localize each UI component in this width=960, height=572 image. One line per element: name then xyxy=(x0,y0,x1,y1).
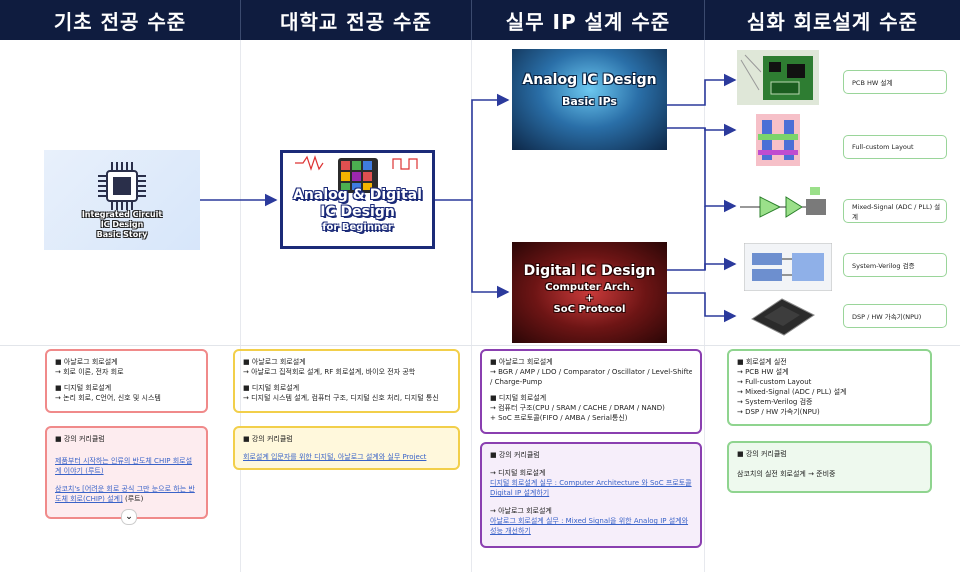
practical-curriculum-title: ■ 강의 커리큘럼 xyxy=(490,451,540,459)
analog-tile-line2: Basic IPs xyxy=(562,95,617,108)
analog-course-link[interactable]: 아날로그 회로설계 실무 : Mixed Signal을 위한 Analog I… xyxy=(490,517,689,535)
basic-topics-line: ■ 아날로그 회로설계 xyxy=(55,358,118,366)
practical-topics-card: ■ 아날로그 회로설계 → BGR / AMP / LDO / Comparat… xyxy=(480,349,702,434)
tag-dsp-npu[interactable]: DSP / HW 가속기(NPU) xyxy=(843,304,947,328)
ad-tile-line1: Analog & Digital xyxy=(293,187,422,203)
practical-topics-line: → 컴퓨터 구조(CPU / SRAM / CACHE / DRAM / NAN… xyxy=(490,404,665,412)
basic-curriculum-title: ■ 강의 커리큘럼 xyxy=(55,435,105,443)
university-topics-line: ■ 디지털 회로설계 xyxy=(243,384,300,392)
row-divider xyxy=(0,345,960,346)
practical-topics-line: / Charge-Pump xyxy=(490,378,543,386)
advanced-topics-line: → System-Verilog 검증 xyxy=(737,398,813,406)
practical-topics-line: ■ 아날로그 회로설계 xyxy=(490,358,553,366)
advanced-topics-line: → DSP / HW 가속기(NPU) xyxy=(737,408,820,416)
advanced-curriculum-card: ■ 강의 커리큘럼 삼코치의 실전 회로설계 → 준비중 xyxy=(727,441,932,493)
advanced-curriculum-title: ■ 강의 커리큘럼 xyxy=(737,450,787,458)
analog-digital-beginner-tile[interactable]: Analog & Digital IC Design for Beginner xyxy=(280,150,435,249)
advanced-topics-line: → PCB HW 설계 xyxy=(737,368,789,376)
header-bar: 기초 전공 수준 대학교 전공 수준 실무 IP 설계 수준 심화 회로설계 수… xyxy=(0,0,960,40)
digital-tile-line4: SoC Protocol xyxy=(553,304,626,315)
basic-topics-card: ■ 아날로그 회로설계 → 회로 이론, 전자 회로 ■ 디지털 회로설계 → … xyxy=(45,349,208,413)
digital-course-heading: → 디지털 회로설계 xyxy=(490,469,546,477)
analog-course-heading: → 아날로그 회로설계 xyxy=(490,507,552,515)
mixed-signal-schematic-image xyxy=(738,185,830,230)
ic-tile-line2: IC Design xyxy=(100,220,144,229)
ic-tile-line3: Basic Story xyxy=(96,230,148,239)
advanced-curriculum-text: 삼코치의 실전 회로설계 → 준비중 xyxy=(737,470,836,478)
university-curriculum-card: ■ 강의 커리큘럼 회로설계 입문자를 위한 디지털, 아날로그 설계와 실무 … xyxy=(233,426,460,470)
verilog-image xyxy=(744,243,832,291)
chip-illustration-image xyxy=(295,155,418,193)
basic-topics-line: → 논리 회로, C언어, 신호 및 시스템 xyxy=(55,394,161,402)
university-topics-card: ■ 아날로그 회로설계 → 아날로그 집적회로 설계, RF 회로설계, 바이오… xyxy=(233,349,460,413)
digital-tile-line3: + xyxy=(585,293,594,304)
tag-pcb-hw[interactable]: PCB HW 설계 xyxy=(843,70,947,94)
ic-basic-story-tile[interactable]: Integrated Circuit IC Design Basic Story xyxy=(44,150,200,250)
basic-curriculum-card: ■ 강의 커리큘럼 제품부터 시작하는 인류의 반도체 CHIP 회로설계 이야… xyxy=(45,426,208,525)
practical-topics-line: → BGR / AMP / LDO / Comparator / Oscilla… xyxy=(490,368,692,376)
university-course-link[interactable]: 회로설계 입문자를 위한 디지털, 아날로그 설계와 실무 Project xyxy=(243,453,427,461)
ic-tile-line1: Integrated Circuit xyxy=(81,210,163,219)
university-curriculum-title: ■ 강의 커리큘럼 xyxy=(243,435,293,443)
basic-course-link-1[interactable]: 제품부터 시작하는 인류의 반도체 CHIP 회로설계 이야기 (루트) xyxy=(55,457,193,475)
university-topics-line: ■ 아날로그 회로설계 xyxy=(243,358,306,366)
column-basic xyxy=(0,40,241,572)
column-university xyxy=(241,40,472,572)
university-topics-line: → 아날로그 집적회로 설계, RF 회로설계, 바이오 전자 공학 xyxy=(243,368,416,376)
advanced-topics-line: → Mixed-Signal (ADC / PLL) 설계 xyxy=(737,388,847,396)
digital-course-link[interactable]: 디지털 회로설계 실무 : Computer Architecture 와 So… xyxy=(490,479,692,497)
tag-full-custom-layout[interactable]: Full-custom Layout xyxy=(843,135,947,159)
digital-tile-line2: Computer Arch. xyxy=(545,282,634,293)
practical-topics-line: + SoC 프로토콜(FIFO / AMBA / Serial통신) xyxy=(490,414,628,422)
university-topics-line: → 디지털 시스템 설계, 컴퓨터 구조, 디지털 신호 처리, 디지털 통신 xyxy=(243,394,439,402)
practical-topics-line: ■ 디지털 회로설계 xyxy=(490,394,547,402)
layout-image xyxy=(748,110,808,170)
digital-tile-line1: Digital IC Design xyxy=(523,263,656,279)
analog-ic-design-tile[interactable]: Analog IC Design Basic IPs xyxy=(512,49,667,150)
basic-topics-line: → 회로 이론, 전자 회로 xyxy=(55,368,124,376)
header-university: 대학교 전공 수준 xyxy=(241,0,472,40)
basic-course-link-2-suffix: (루트) xyxy=(122,495,144,503)
advanced-topics-line: ■ 회로설계 실전 xyxy=(737,358,787,366)
chip-icon xyxy=(98,162,146,210)
pcb-image xyxy=(737,50,819,105)
ad-tile-line3: for Beginner xyxy=(322,222,393,233)
tag-mixed-signal[interactable]: Mixed-Signal (ADC / PLL) 설계 xyxy=(843,199,947,223)
basic-course-link-2[interactable]: 삼코치's [어려운 회로 공식 그만 눈으로 하는 반도체 회로(CHIP) … xyxy=(55,485,195,503)
header-advanced: 심화 회로설계 수준 xyxy=(746,9,919,34)
analog-tile-line1: Analog IC Design xyxy=(522,72,657,88)
ad-tile-line2: IC Design xyxy=(320,204,395,220)
expand-chevron-icon[interactable]: ⌄ xyxy=(121,509,137,525)
practical-curriculum-card: ■ 강의 커리큘럼 → 디지털 회로설계 디지털 회로설계 실무 : Compu… xyxy=(480,442,702,548)
header-basic: 기초 전공 수준 xyxy=(0,0,241,40)
digital-ic-design-tile[interactable]: Digital IC Design Computer Arch. + SoC P… xyxy=(512,242,667,343)
basic-topics-line: ■ 디지털 회로설계 xyxy=(55,384,112,392)
advanced-topics-line: → Full-custom Layout xyxy=(737,378,812,386)
header-practical-ip: 실무 IP 설계 수준 xyxy=(472,0,705,40)
npu-chip-image xyxy=(751,298,815,336)
tag-system-verilog[interactable]: System-Verilog 검증 xyxy=(843,253,947,277)
advanced-topics-card: ■ 회로설계 실전 → PCB HW 설계 → Full-custom Layo… xyxy=(727,349,932,426)
